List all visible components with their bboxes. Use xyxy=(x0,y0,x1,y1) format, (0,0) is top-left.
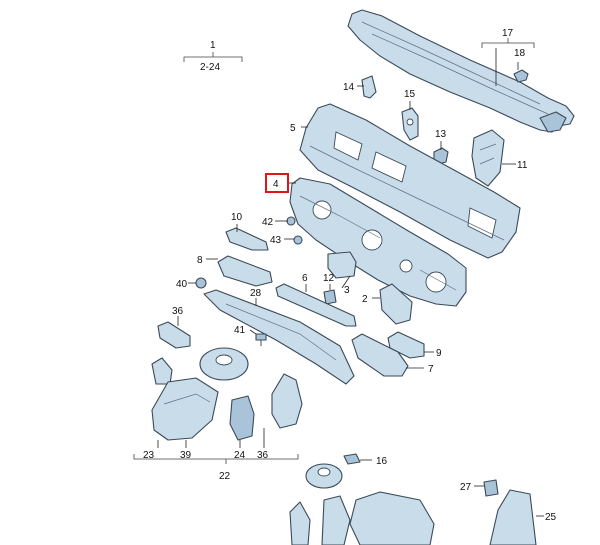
label-40: 40 xyxy=(176,279,188,290)
part-4-bulkhead-panel[interactable] xyxy=(289,177,467,307)
part-43-grommet[interactable] xyxy=(293,235,303,245)
label-17: 17 xyxy=(502,28,514,39)
part-36-lower-housing[interactable] xyxy=(271,373,303,429)
part-23-bracket[interactable] xyxy=(151,357,173,385)
part-2-bracket[interactable] xyxy=(379,283,413,325)
part-41-bolt[interactable] xyxy=(255,333,267,346)
label-5: 5 xyxy=(290,123,296,134)
part-28-long-member[interactable] xyxy=(203,289,355,385)
part-27-bracket[interactable] xyxy=(483,479,499,497)
part-14-bracket[interactable] xyxy=(361,75,377,99)
part-16-bracket[interactable] xyxy=(343,453,361,465)
part-lower-strut-dome[interactable] xyxy=(305,463,343,489)
part-15-bracket[interactable] xyxy=(401,107,419,141)
part-40-nut[interactable] xyxy=(195,277,207,289)
label-42: 42 xyxy=(262,217,274,228)
label-13: 13 xyxy=(435,129,447,140)
part-3-bracket[interactable] xyxy=(327,251,357,279)
label-14: 14 xyxy=(343,82,355,93)
part-24-inner-housing[interactable] xyxy=(229,395,255,441)
label-25: 25 xyxy=(545,512,557,523)
label-12: 12 xyxy=(323,273,335,284)
part-39-wheel-housing[interactable] xyxy=(151,377,219,441)
label-43: 43 xyxy=(270,235,282,246)
bracket-group-22 xyxy=(133,454,299,464)
label-41: 41 xyxy=(234,325,246,336)
label-2-24: 2-24 xyxy=(200,62,220,73)
part-10-bracket[interactable] xyxy=(225,227,269,251)
bracket-group-1 xyxy=(183,52,243,62)
label-10: 10 xyxy=(231,212,243,223)
label-4[interactable]: 4 xyxy=(273,179,279,190)
part-36-upper-bracket[interactable] xyxy=(157,321,191,349)
bracket-group-17 xyxy=(481,38,535,48)
part-7-side-member[interactable] xyxy=(351,333,409,377)
part-18-clip[interactable] xyxy=(513,69,529,83)
label-18: 18 xyxy=(514,48,526,59)
part-12-bracket[interactable] xyxy=(323,289,337,305)
part-lower-wheelhouse[interactable] xyxy=(289,491,435,545)
label-28: 28 xyxy=(250,288,262,299)
part-17-cowl-panel[interactable] xyxy=(347,9,575,133)
part-5-plenum-panel[interactable] xyxy=(299,103,521,259)
label-39: 39 xyxy=(180,450,192,461)
part-6-strip[interactable] xyxy=(275,283,357,327)
highlight-box-part-4 xyxy=(265,173,289,193)
label-1: 1 xyxy=(210,40,216,51)
label-36-lower: 36 xyxy=(257,450,269,461)
label-6: 6 xyxy=(302,273,308,284)
label-8: 8 xyxy=(197,255,203,266)
label-2: 2 xyxy=(362,294,368,305)
label-3: 3 xyxy=(344,285,350,296)
part-11-side-bracket[interactable] xyxy=(471,129,505,187)
label-11: 11 xyxy=(517,160,528,171)
label-23: 23 xyxy=(143,450,155,461)
label-27: 27 xyxy=(460,482,472,493)
label-16: 16 xyxy=(376,456,388,467)
part-25-panel[interactable] xyxy=(489,489,537,545)
label-15: 15 xyxy=(404,89,416,100)
label-22: 22 xyxy=(219,471,231,482)
label-7: 7 xyxy=(428,364,434,375)
part-42-grommet[interactable] xyxy=(286,216,296,226)
label-9: 9 xyxy=(436,348,442,359)
label-24: 24 xyxy=(234,450,246,461)
label-36-upper: 36 xyxy=(172,306,184,317)
part-spring-strut-dome[interactable] xyxy=(199,347,249,381)
part-8-bracket[interactable] xyxy=(217,255,273,287)
leader-lines xyxy=(157,48,544,517)
